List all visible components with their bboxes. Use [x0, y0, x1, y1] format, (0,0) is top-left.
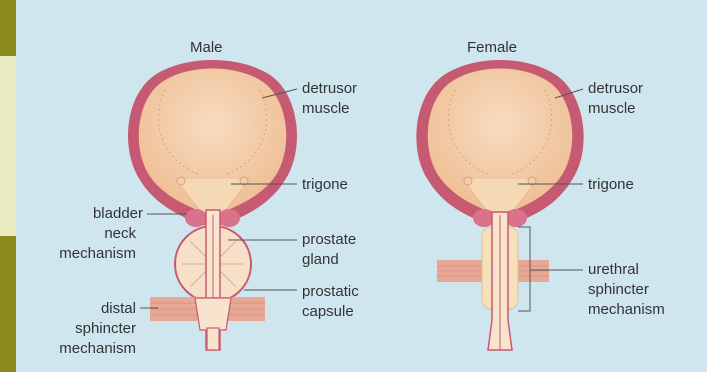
male-bladder-neck-label-line1: bladder [93, 205, 143, 222]
male-distal-label-line3: mechanism [59, 340, 136, 357]
male-bladder-neck-label-line3: mechanism [59, 245, 136, 262]
female-detrusor-label-line2: muscle [588, 100, 636, 117]
male-diagram [128, 60, 297, 350]
male-title: Male [190, 39, 223, 56]
female-urethral-label-line1: urethral [588, 261, 639, 278]
edge-strip-light [0, 56, 16, 236]
male-detrusor-label-line1: detrusor [302, 80, 357, 97]
male-capsule-label-line2: capsule [302, 303, 354, 320]
male-prostate-label-line2: gland [302, 251, 339, 268]
diagram-panel: Male detrusor muscle trigone bladder nec… [16, 0, 707, 372]
female-urethral-label-line3: mechanism [588, 301, 665, 318]
left-edge-strip [0, 0, 16, 372]
female-urethral-label-line2: sphincter [588, 281, 649, 298]
male-bladder-neck-right [218, 209, 240, 227]
male-distal-label-line2: sphincter [75, 320, 136, 337]
male-prostate-label-line1: prostate [302, 231, 356, 248]
bladder-diagram: Male detrusor muscle trigone bladder nec… [16, 0, 707, 372]
male-bladder-neck-left [185, 209, 207, 227]
edge-strip-dark-bottom [0, 236, 16, 372]
edge-strip-dark-top [0, 0, 16, 56]
male-capsule-label-line1: prostatic [302, 283, 359, 300]
male-bladder-neck-label-line2: neck [104, 225, 136, 242]
male-detrusor-label-line2: muscle [302, 100, 350, 117]
female-detrusor-label-line1: detrusor [588, 80, 643, 97]
female-diagram [416, 60, 583, 350]
male-trigone-label: trigone [302, 176, 348, 193]
male-distal-label-line1: distal [101, 300, 136, 317]
female-title: Female [467, 39, 517, 56]
female-trigone-label: trigone [588, 176, 634, 193]
